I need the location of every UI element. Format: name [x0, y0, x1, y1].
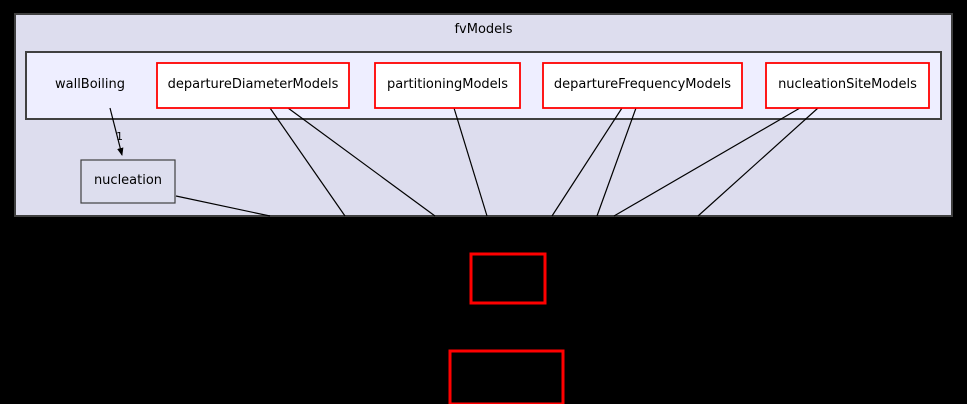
node-rect-nucleationSiteModels[interactable] [765, 62, 930, 109]
edge-label-wallBoiling-to-nucleation: 1 [116, 130, 123, 143]
edge-departureDiameterModels-to-offscreen [287, 107, 436, 217]
edge-departureDiameterModels-to-offscreen [269, 107, 346, 217]
node-label-departureDiameterModels[interactable]: departureDiameterModels [167, 77, 339, 93]
node-rect-departureDiameterModels[interactable] [156, 62, 350, 109]
cluster-title-fvModels: fvModels [454, 22, 513, 37]
clipped-node-group [448, 252, 565, 404]
clipped-node-rect-clipped-box-1[interactable] [469, 252, 547, 305]
node-label-partitioningModels[interactable]: partitioningModels [386, 77, 509, 93]
node-label-departureFrequencyModels[interactable]: departureFrequencyModels [553, 77, 732, 93]
edge-partitioningModels-to-offscreen [453, 107, 488, 217]
node-label-nucleationSiteModels[interactable]: nucleationSiteModels [778, 77, 917, 93]
edge-departureFrequencyModels-to-offscreen [551, 107, 623, 217]
edge-nucleationSiteModels-to-offscreen [613, 107, 801, 217]
node-rect-nucleation[interactable] [80, 159, 176, 204]
edge-wallBoiling-to-nucleation [109, 107, 124, 156]
node-rect-departureFrequencyModels[interactable] [542, 62, 743, 109]
node-label-nucleation[interactable]: nucleation [93, 173, 163, 189]
node-rect-partitioningModels[interactable] [374, 62, 521, 109]
edge-group [109, 107, 819, 217]
clipped-node-rect-clipped-box-2[interactable] [448, 349, 565, 404]
edge-nucleation-to-offscreen [175, 195, 271, 217]
node-group [80, 62, 930, 204]
node-label-wallBoiling[interactable]: wallBoiling [54, 76, 126, 92]
edge-departureFrequencyModels-to-offscreen [596, 107, 637, 217]
edge-nucleationSiteModels-to-offscreen [697, 107, 819, 217]
